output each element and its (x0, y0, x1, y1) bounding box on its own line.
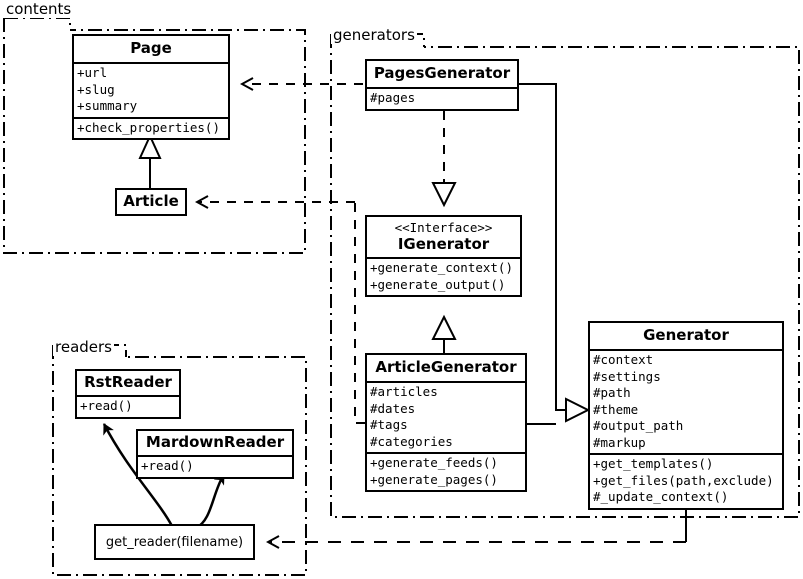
attribute-item: +slug (77, 81, 115, 97)
relation-generators-to-generator (519, 83, 591, 425)
operation-item: +get_templates() (593, 456, 714, 471)
attribute-item: #settings (593, 368, 661, 384)
operation-item: +generate_output() (370, 276, 506, 292)
relation-articlegenerator-inherits-igenerator (431, 314, 457, 355)
class-operations-article-generator: +generate_feeds() +generate_pages() (367, 452, 525, 490)
class-operations-generator: +get_templates() +get_files(path,exclude… (590, 453, 782, 508)
operation-item: +generate_feeds() (370, 455, 498, 470)
operation-item: +check_properties() (77, 119, 220, 135)
operation-item: +generate_context() (370, 260, 513, 275)
class-title-mardown-reader: MardownReader (145, 433, 285, 451)
package-label-readers: readers (53, 338, 114, 356)
class-box-rst-reader[interactable]: RstReader +read() (75, 369, 181, 419)
class-title-article-generator: ArticleGenerator (375, 358, 517, 376)
class-box-pages-generator[interactable]: PagesGenerator #pages (365, 59, 519, 111)
package-label-contents: contents (4, 0, 74, 18)
class-title-generator: Generator (643, 326, 729, 344)
operation-item: +read() (141, 458, 194, 473)
class-stereotype-igenerator: <<Interface>> (394, 220, 493, 235)
class-title-article: Article (123, 192, 179, 210)
class-box-generator[interactable]: Generator #context #settings #path #them… (588, 321, 784, 510)
class-operations-mardown-reader: +read() (138, 455, 292, 477)
attribute-item: #theme (593, 401, 639, 417)
attribute-item: #pages (370, 90, 416, 105)
class-box-article[interactable]: Article (115, 188, 187, 216)
class-attributes-page: +url +slug +summary (74, 62, 228, 117)
class-operations-igenerator: +generate_context() +generate_output() (367, 257, 520, 295)
operation-item: +read() (80, 398, 133, 413)
class-title-rst-reader: RstReader (84, 373, 172, 391)
relation-getreader-creates-rstreader (102, 423, 174, 527)
operation-item: +get_files(path,exclude) (593, 472, 774, 488)
relation-articlegenerator-uses-article (197, 202, 365, 424)
relation-pagesgenerator-realizes-igenerator (431, 111, 457, 208)
attribute-item: #output_path (593, 418, 684, 433)
class-attributes-pages-generator: #pages (367, 87, 517, 109)
package-label-generators: generators (331, 26, 417, 44)
class-box-igenerator[interactable]: <<Interface>> IGenerator +generate_conte… (365, 215, 522, 297)
attribute-item: #tags (370, 417, 408, 432)
relation-article-inherits-page (138, 133, 162, 190)
attribute-item: #categories (370, 433, 453, 449)
operation-item: #_update_context() (593, 489, 729, 504)
attribute-item: #path (593, 385, 631, 400)
attribute-item: #markup (593, 434, 646, 450)
class-box-mardown-reader[interactable]: MardownReader +read() (136, 429, 294, 479)
class-box-article-generator[interactable]: ArticleGenerator #articles #dates #tags … (365, 353, 527, 492)
attribute-item: +url (77, 65, 108, 80)
attribute-item: +summary (77, 98, 138, 113)
class-name-igenerator: IGenerator (397, 235, 490, 253)
attribute-item: #context (593, 352, 654, 367)
class-title-page: Page (130, 39, 172, 57)
relation-generator-uses-get-reader (268, 504, 687, 542)
attribute-item: #articles (370, 384, 438, 399)
class-attributes-article-generator: #articles #dates #tags #categories (367, 381, 525, 452)
operation-item: +generate_pages() (370, 471, 498, 487)
class-operations-rst-reader: +read() (77, 395, 179, 417)
attribute-item: #dates (370, 400, 416, 416)
class-box-page[interactable]: Page +url +slug +summary +check_properti… (72, 34, 230, 140)
function-box-get-reader[interactable]: get_reader(filename) (94, 524, 255, 560)
class-title-pages-generator: PagesGenerator (373, 64, 511, 82)
relation-getreader-creates-mardownreader (195, 473, 226, 530)
package-frame-contents (3, 17, 306, 254)
package-frame-readers (52, 344, 307, 576)
class-attributes-generator: #context #settings #path #theme #output_… (590, 349, 782, 453)
class-operations-page: +check_properties() (74, 116, 228, 139)
function-label-get-reader: get_reader(filename) (105, 534, 244, 550)
class-title-igenerator: <<Interface>> IGenerator (367, 217, 520, 257)
